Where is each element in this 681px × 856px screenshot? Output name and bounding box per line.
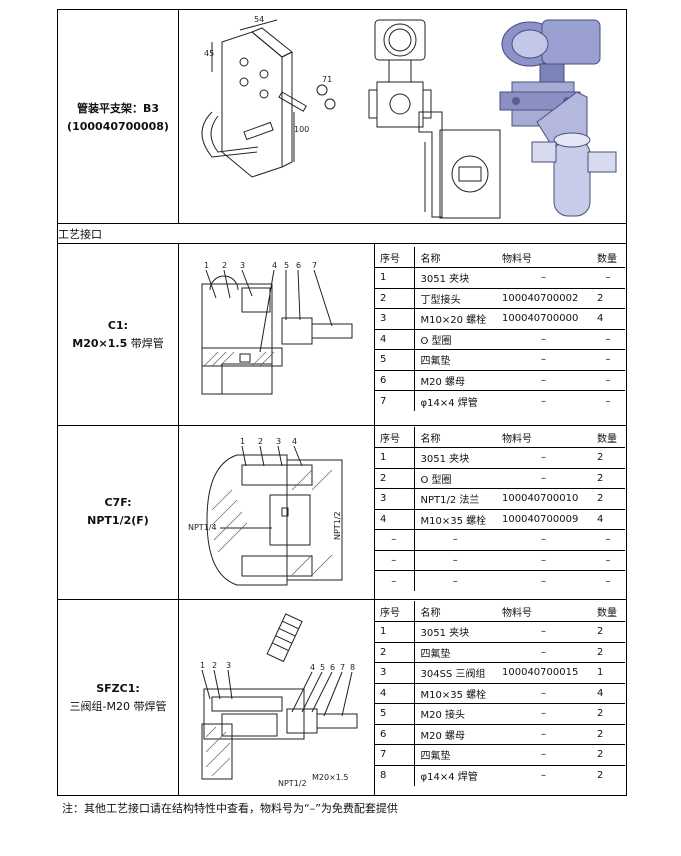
- c1-label: C1: M20×1.5 带焊管: [58, 317, 178, 353]
- dim-45: 45: [204, 49, 214, 58]
- b3-title: 管装平支架：B3: [76, 102, 160, 115]
- dim-54: 54: [254, 15, 264, 24]
- c7f-callout-3: 3: [276, 437, 281, 446]
- c7f-label: C7F: NPT1/2(F): [58, 494, 178, 530]
- dim-71: 71: [322, 75, 332, 84]
- spec-table-frame: [57, 9, 627, 796]
- b3-label: 管装平支架：B3 (100040700008): [58, 100, 178, 136]
- c7f-callout-1: 1: [240, 437, 245, 446]
- c1-callout-7: 7: [312, 261, 317, 270]
- c1-code: C1:: [107, 319, 129, 332]
- c7f-code: C7F:: [104, 496, 132, 509]
- transmitter-3d-render: [499, 19, 617, 217]
- c1-callout-5: 5: [284, 261, 289, 270]
- sfzc1-drawing: 1 2 3 4 5 6 7 8 NPT1/2 M20×1.5: [200, 613, 358, 788]
- table-header: 序号 名称 物料号 数量: [374, 427, 625, 448]
- c1-callout-1: 1: [204, 261, 209, 270]
- c1-callout-6: 6: [296, 261, 301, 270]
- col-divider: [178, 243, 179, 796]
- npt14-label: NPT1/4: [188, 523, 217, 532]
- b3-code: (100040700008): [67, 120, 169, 133]
- table-row: ––––: [374, 529, 625, 551]
- sfzc1-callout-7: 7: [340, 663, 345, 672]
- sfzc1-desc: 三阀组-M20 带焊管: [69, 700, 167, 713]
- sfzc1-callout-2: 2: [212, 661, 217, 670]
- c1-callout-2: 2: [222, 261, 227, 270]
- row-divider: [57, 425, 627, 426]
- transmitter-line-drawing: [368, 19, 501, 219]
- sfzc1-npt-label: NPT1/2: [278, 779, 307, 788]
- c7f-desc: NPT1/2(F): [87, 514, 149, 527]
- c1-callout-3: 3: [240, 261, 245, 270]
- c7f-callout-4: 4: [292, 437, 297, 446]
- footer-note: 注：其他工艺接口请在结构特性中查看，物料号为“–”为免费配套提供: [62, 802, 398, 815]
- sfzc1-callout-1: 1: [200, 661, 205, 670]
- sfzc1-callout-3: 3: [226, 661, 231, 670]
- b3-bracket-drawing: 54 45 71 100: [201, 15, 617, 219]
- c1-drawing: 1 2 3 4 5 6 7: [201, 261, 353, 395]
- c1-desc: M20×1.5 带焊管: [72, 337, 164, 350]
- sfzc1-m20-label: M20×1.5: [312, 773, 349, 782]
- sfzc1-code: SFZC1:: [96, 682, 140, 695]
- row-divider: [57, 599, 627, 600]
- sfzc1-callout-6: 6: [330, 663, 335, 672]
- c7f-callout-2: 2: [258, 437, 263, 446]
- bracket-sketch: 54 45 71 100: [201, 15, 336, 178]
- section-title: 工艺接口: [58, 228, 102, 241]
- sfzc1-callout-5: 5: [320, 663, 325, 672]
- col-divider: [178, 9, 179, 223]
- row-divider: [57, 223, 627, 224]
- table-row: ––––: [374, 550, 625, 571]
- c1-callout-4: 4: [272, 261, 277, 270]
- c7f-drawing: 1 2 3 4 NPT1/4 NPT1/2: [188, 437, 343, 586]
- npt12-label: NPT1/2: [333, 511, 342, 540]
- row-divider: [57, 243, 627, 244]
- table-header: 序号 名称 物料号 数量: [374, 247, 625, 268]
- sfzc1-callout-8: 8: [350, 663, 355, 672]
- dim-100: 100: [294, 125, 309, 134]
- sfzc1-callout-4: 4: [310, 663, 315, 672]
- sfzc1-label: SFZC1: 三阀组-M20 带焊管: [58, 680, 178, 716]
- table-header: 序号 名称 物料号 数量: [374, 601, 625, 622]
- table-row: ––––: [374, 570, 625, 591]
